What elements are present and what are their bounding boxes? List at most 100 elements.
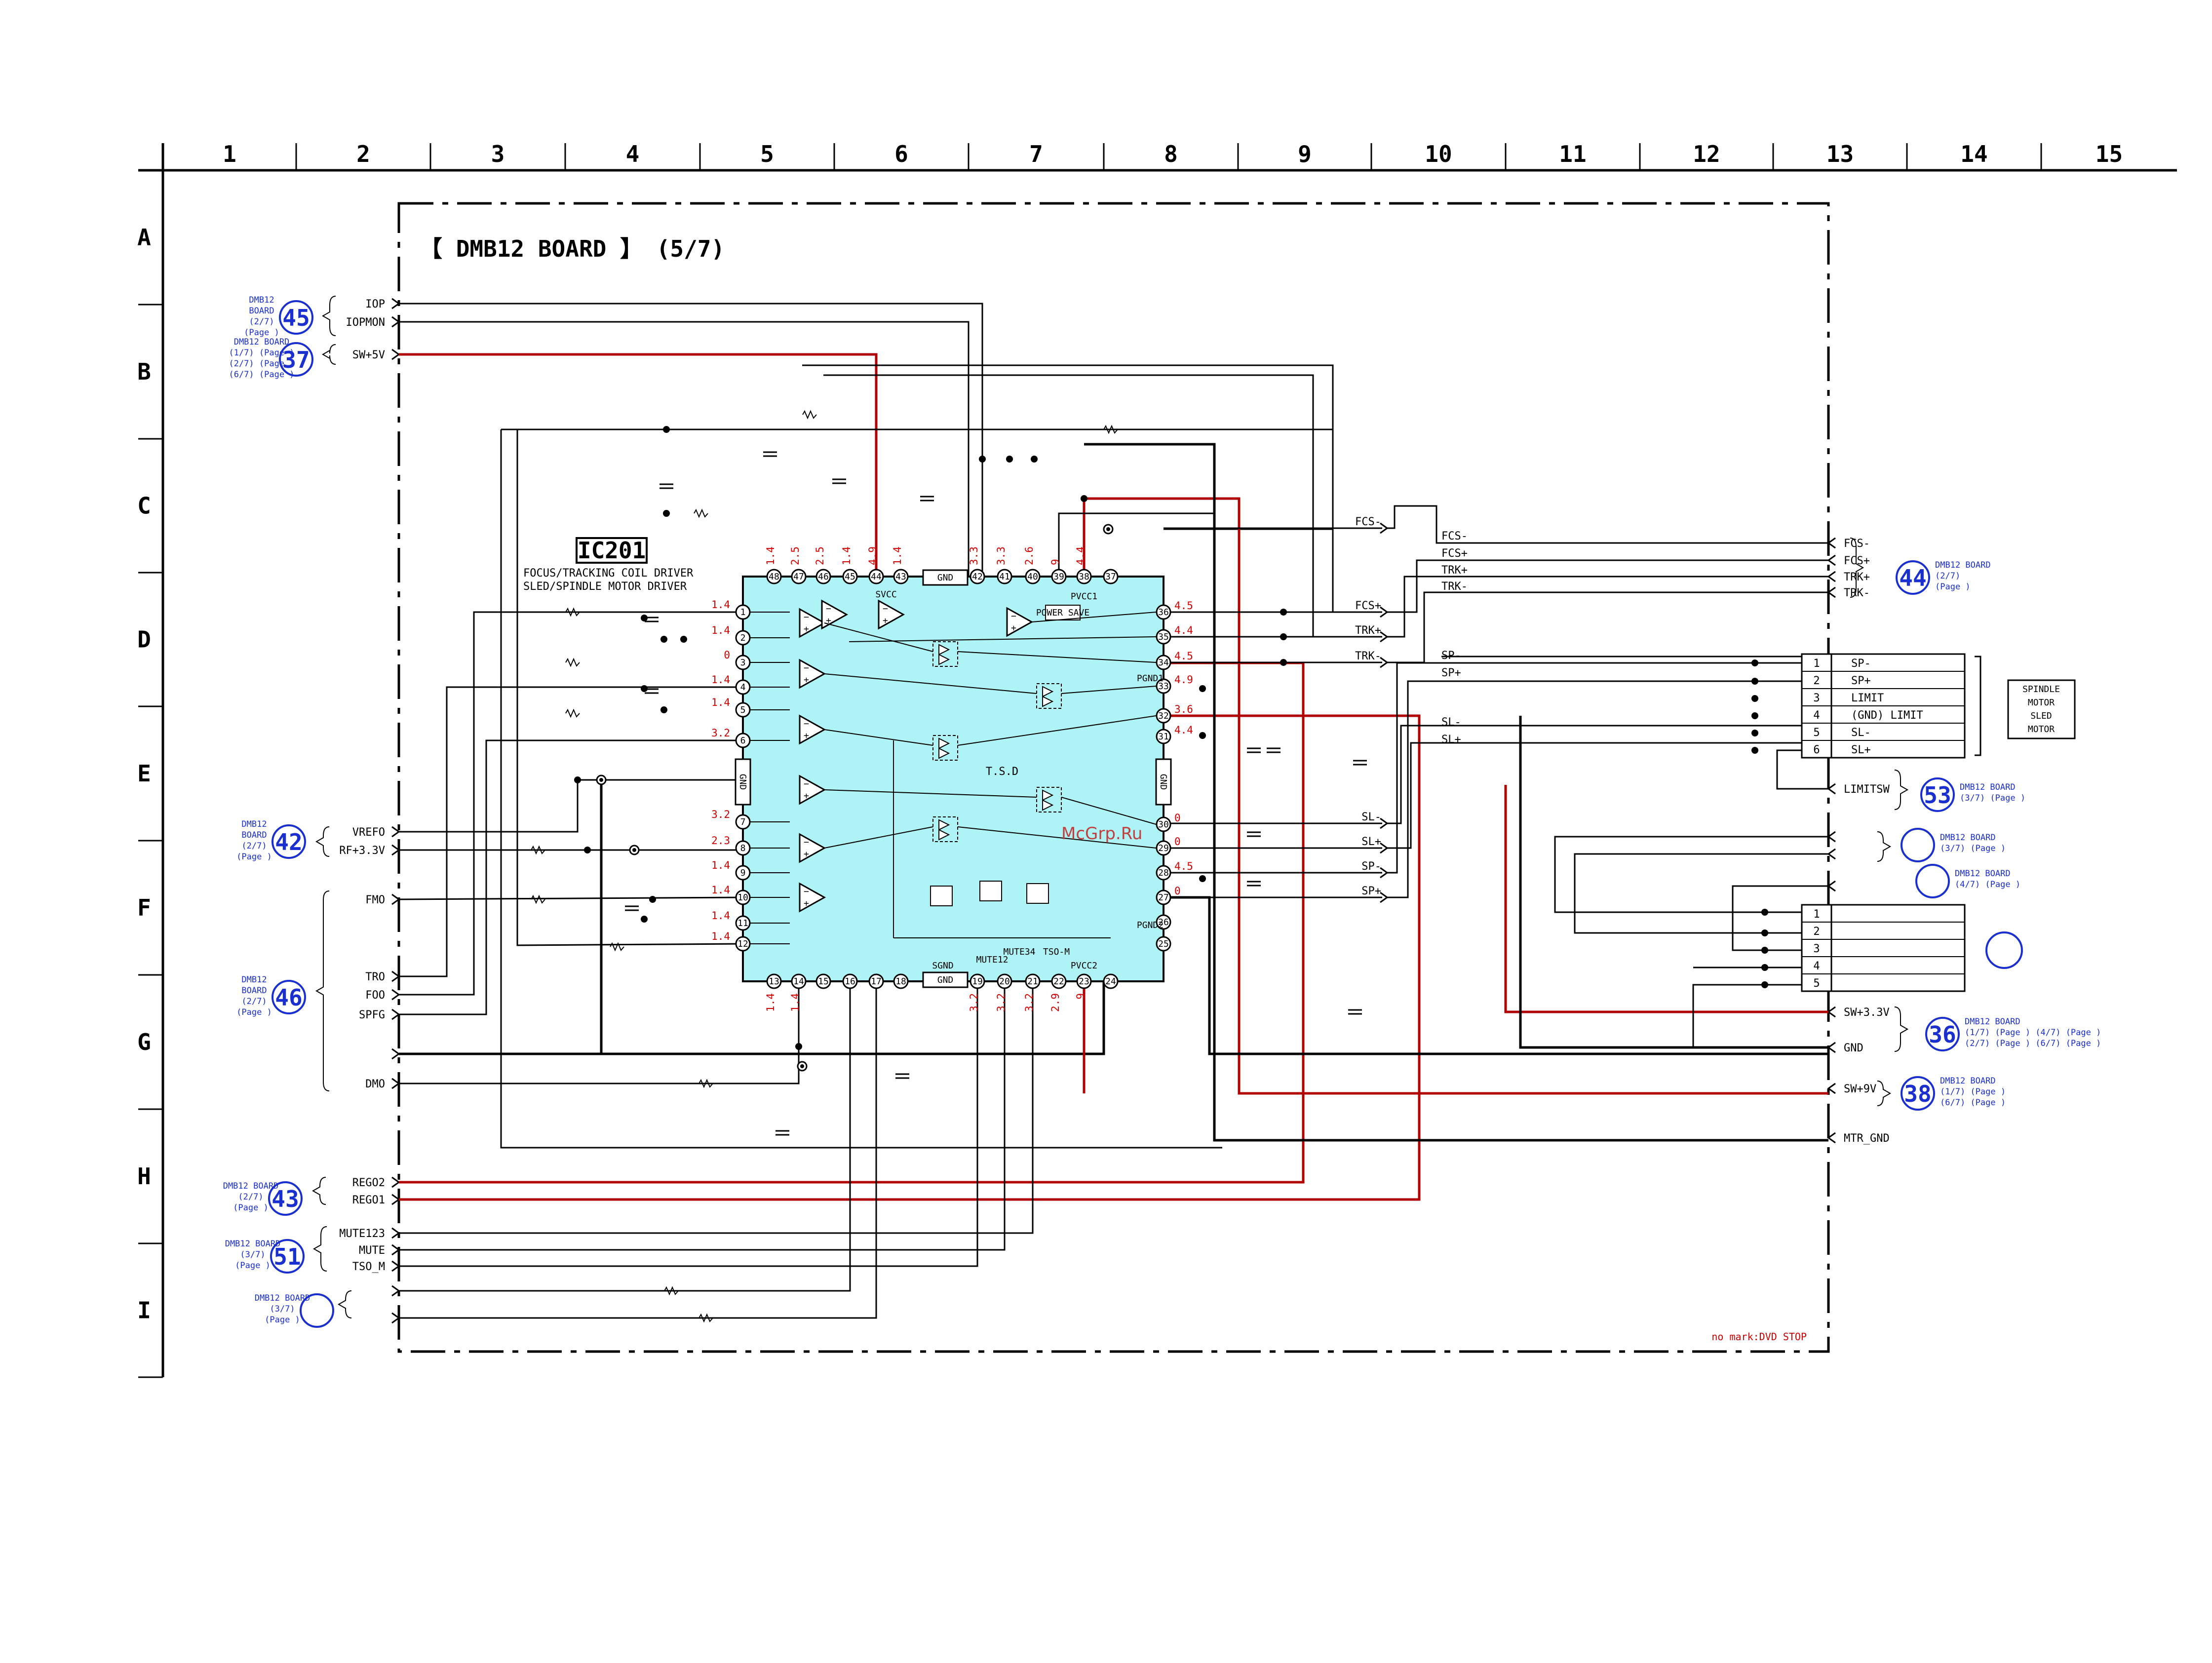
voltage-right-pin-35: 4.4	[1174, 624, 1193, 636]
column-number-6: 6	[894, 141, 908, 167]
ic-internal-wire	[824, 729, 933, 746]
ref-text-5-2: (2/7)	[238, 1192, 263, 1202]
right-signal-trkm: TRK-	[1355, 650, 1381, 662]
port-arrow-sw+5v	[391, 348, 400, 360]
ic-pvcc2: PVCC2	[1071, 961, 1097, 971]
motor-label-2: MOTOR	[2028, 697, 2055, 708]
ref-text-6-1: DMB12 BOARD	[225, 1239, 281, 1249]
logic-block-3	[1026, 883, 1049, 904]
ref-text-8-2: (2/7)	[1935, 571, 1960, 581]
test-point-a-center	[599, 778, 603, 782]
left-signal-sw+5v: SW+5V	[352, 349, 385, 361]
wire-vrefo	[399, 779, 743, 833]
ic-internal-wire	[957, 715, 1157, 746]
ic-pin-9-num: 9	[740, 868, 746, 878]
logic-block-1	[930, 886, 953, 906]
ic-pin-13	[766, 973, 782, 989]
right-signal-spp: SP+	[1361, 885, 1381, 897]
ref-circle-10	[1901, 828, 1935, 862]
column-number-12: 12	[1693, 141, 1720, 167]
ref-circle-1	[279, 300, 313, 335]
right-signal-slp: SL+	[1361, 836, 1381, 848]
ref-circle-4	[272, 980, 306, 1014]
junction-dot-16	[641, 916, 648, 923]
ref-brace-8	[1850, 538, 1864, 598]
route-cn2-5	[1692, 984, 1802, 1047]
ic-gnd-left-label: GND	[737, 774, 748, 790]
row-letter-G: G	[137, 1029, 151, 1055]
ref-text-4-4: (Page )	[236, 1007, 272, 1017]
route-label-6: SP+	[1441, 667, 1461, 679]
logic-block-2	[979, 881, 1002, 901]
column-number-11: 11	[1559, 141, 1586, 167]
ref-text-10-2: (3/7) (Page )	[1940, 844, 2006, 853]
junction-dot-28	[1751, 712, 1758, 719]
junction-dot-12	[574, 776, 581, 783]
row-letter-H: H	[137, 1163, 151, 1190]
voltage-left-pin-9: 1.4	[711, 859, 730, 871]
motor-brace	[1975, 656, 1981, 756]
junction-dot-9	[680, 636, 687, 643]
voltage-bottom-pin-22: 2.9	[1049, 993, 1061, 1012]
ic-pin-25-num: 25	[1158, 939, 1169, 949]
motor-label-3: SLED	[2030, 711, 2052, 721]
opamp-left-2-minus: −	[804, 663, 809, 673]
ref-text-11-1: DMB12 BOARD	[1955, 869, 2011, 879]
ref-text-10-1: DMB12 BOARD	[1940, 833, 1996, 843]
ic-pin-34	[1156, 655, 1171, 670]
connector-b	[1801, 904, 1966, 992]
ic-pin-14-num: 14	[793, 976, 804, 987]
ic-internal-wire	[1031, 612, 1157, 622]
ref-brace-3	[315, 826, 330, 857]
ic-internal-wire	[1061, 797, 1157, 825]
ic-pin-30	[1156, 816, 1171, 832]
ref-text-11-2: (4/7) (Page )	[1955, 880, 2020, 890]
connector-motor-name-4: (GND) LIMIT	[1851, 709, 1923, 722]
ic-pvcc1: PVCC1	[1071, 591, 1097, 602]
wire-sw5v	[399, 353, 878, 577]
ref-number-2: 37	[282, 347, 310, 373]
voltage-right-pin-34: 4.5	[1174, 650, 1193, 662]
ic-pin-28	[1156, 865, 1171, 881]
wire-left-rail-b	[516, 429, 743, 946]
voltage-bottom-pin-19: 3.2	[968, 993, 980, 1012]
connector-motor-pin-4: 4	[1813, 709, 1820, 722]
resistor-4	[531, 845, 545, 855]
voltage-top-pin-42: 3.3	[968, 546, 980, 565]
ic-pin-15	[815, 973, 831, 989]
ic-internal-wire	[957, 651, 1157, 663]
left-signal-fmo: FMO	[365, 894, 385, 906]
ic-pin-4-num: 4	[740, 682, 746, 693]
ref-brace-9	[1894, 770, 1909, 810]
out-arrow-mtr_gnd	[1827, 1132, 1836, 1144]
ref-number-6: 51	[273, 1243, 301, 1270]
ref-text-2-2: (1/7) (Page )	[229, 348, 294, 358]
ref-text-5-3: (Page )	[233, 1203, 269, 1213]
left-signal-iopmon: IOPMON	[346, 316, 385, 329]
watermark: McGrp.Ru	[1061, 824, 1142, 844]
ic-pin-35	[1156, 629, 1171, 645]
output-port-limitsw: LIMITSW	[1844, 783, 1890, 796]
ref-text-13-3: (6/7) (Page )	[1940, 1098, 2006, 1108]
ref-brace-10	[1877, 831, 1892, 862]
ic-pin-39	[1051, 569, 1067, 584]
opamp-top-2-minus: −	[883, 604, 888, 614]
ic-pgnd1: PGND1	[1137, 673, 1164, 684]
opamp-top-3	[1006, 607, 1034, 637]
voltage-top-pin-48: 1.4	[765, 546, 776, 565]
opamp-left-4-plus: +	[804, 791, 809, 801]
left-signal-rego2: REGO2	[352, 1177, 385, 1189]
left-signal-vrefo: VREFO	[352, 826, 385, 839]
ref-brace-7	[337, 1290, 352, 1318]
connector-motor-pin-3: 3	[1813, 692, 1820, 704]
ref-circle-12	[1925, 1017, 1960, 1051]
ref-number-1: 45	[282, 305, 310, 331]
connector-motor-name-3: LIMIT	[1851, 692, 1884, 704]
opamp-top-3-minus: −	[1011, 611, 1016, 621]
opamp-top-1	[821, 599, 849, 630]
route-label-5: SP-	[1441, 650, 1461, 662]
column-number-7: 7	[1029, 141, 1043, 167]
left-signal-mute: MUTE	[359, 1244, 385, 1257]
ic-pin-31-num: 31	[1158, 732, 1169, 742]
